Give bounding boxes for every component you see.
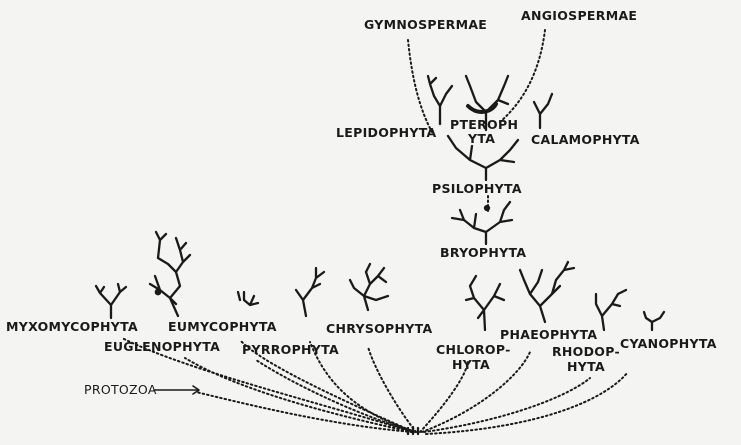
lineage-cyanophyta — [426, 372, 628, 434]
branch-myxomycophyta — [96, 284, 126, 318]
label-rhodophyta-line2: HYTA — [567, 360, 605, 374]
label-psilophyta: PSILOPHYTA — [432, 182, 522, 196]
lineage-protozoa — [196, 392, 412, 432]
label-cyanophyta: CYANOPHYTA — [620, 337, 717, 351]
branch-bryophyta — [452, 202, 512, 244]
label-chlorophyta-line2: HYTA — [452, 358, 490, 372]
label-eumycophyta: EUMYCOPHYTA — [168, 320, 277, 334]
lineage-gymnospermae — [408, 40, 432, 132]
branch-lepidophyta — [428, 76, 452, 124]
lineage-chlorophyta — [420, 362, 468, 432]
label-rhodophyta-line1: RHODOP- — [552, 345, 620, 359]
label-pyrrophyta: PYRROPHYTA — [242, 343, 339, 357]
branch-rhodophyta — [596, 290, 626, 330]
branch-calamophyta — [534, 94, 552, 128]
branch-phaeophyta — [520, 262, 574, 322]
branch-pyrrophyta — [296, 268, 324, 316]
label-chlorophyta-line1: CHLOROP- — [436, 343, 511, 357]
label-angiospermae: ANGIOSPERMAE — [521, 9, 637, 23]
label-lepidophyta: LEPIDOPHYTA — [336, 126, 437, 140]
eumycophyta-node — [156, 290, 160, 294]
label-protozoa: PROTOZOA — [84, 383, 157, 397]
label-bryophyta: BRYOPHYTA — [440, 246, 526, 260]
label-pterophyta-line1: PTEROPH — [450, 118, 518, 132]
label-calamophyta: CALAMOPHYTA — [531, 133, 640, 147]
label-myxomycophyta: MYXOMYCOPHYTA — [6, 320, 138, 334]
label-phaeophyta: PHAEOPHYTA — [500, 328, 597, 342]
label-pterophyta-line2: YTA — [468, 132, 495, 146]
branch-chrysophyta — [350, 264, 388, 310]
label-gymnospermae: GYMNOSPERMAE — [364, 18, 487, 32]
branch-eumycophyta — [150, 232, 190, 316]
bryophyta-node — [485, 206, 489, 210]
label-chrysophyta: CHRYSOPHYTA — [326, 322, 432, 336]
branch-euglenophyta — [238, 292, 258, 305]
label-euglenophyta: EUGLENOPHYTA — [104, 340, 220, 354]
arrow-lines — [154, 386, 199, 394]
dotted-lineages — [122, 30, 628, 434]
branch-cyanophyta — [644, 312, 664, 330]
branch-chlorophyta — [466, 276, 504, 330]
